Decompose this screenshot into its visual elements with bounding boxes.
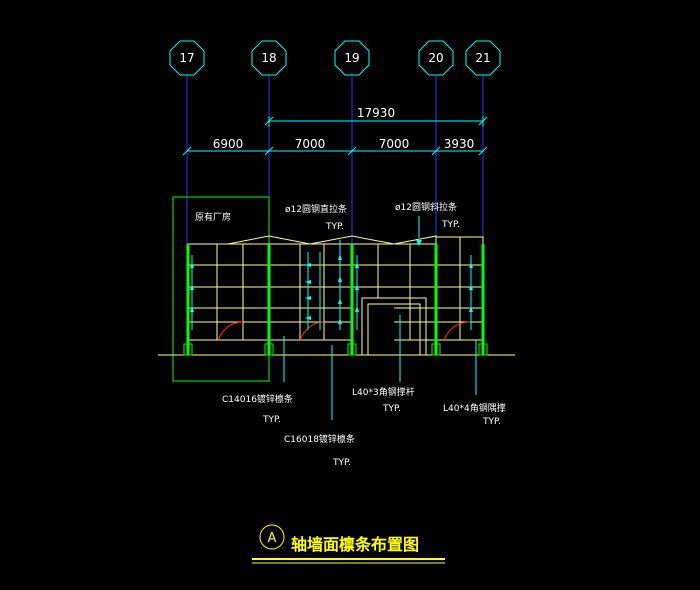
label-purlin-c160: C16018镀锌檩条 <box>284 433 355 445</box>
label-typ-5: TYP. <box>382 404 401 414</box>
drawing-title: A 轴墙面檩条布置图 <box>252 524 445 564</box>
label-typ-1: TYP. <box>325 222 344 232</box>
axis-label-18: 18 <box>261 51 276 65</box>
label-brace-l404: L40*4角钢隅撑 <box>443 402 506 414</box>
label-typ-6: TYP. <box>482 417 501 427</box>
label-typ-3: TYP. <box>262 415 281 425</box>
dimension-19-20: 7000 <box>379 137 410 151</box>
title-bubble-letter: A <box>268 531 277 546</box>
axis-label-20: 20 <box>428 51 443 65</box>
axis-bubble-20 <box>418 40 454 76</box>
axis-bubble-21 <box>465 40 501 76</box>
dimension-total: 17930 <box>357 106 395 120</box>
label-brace-l403: L40*3角钢撑杆 <box>352 386 415 398</box>
axis-label-19: 19 <box>344 51 359 65</box>
dimension-18-19: 7000 <box>295 137 326 151</box>
axis-grid-lines <box>186 76 484 355</box>
leader-lines <box>283 216 477 420</box>
label-tie-rod-straight: ø12圆钢直拉条 <box>285 203 347 215</box>
axis-label-21: 21 <box>475 51 490 65</box>
tie-rod-markers <box>190 240 473 324</box>
axis-bubble-17 <box>169 40 205 76</box>
annotations: 原有厂房 ø12圆钢直拉条 TYP. ø12圆钢斜拉条 TYP. C14016镀… <box>195 201 506 468</box>
label-typ-4: TYP. <box>332 458 351 468</box>
dimension-17-18: 6900 <box>213 137 244 151</box>
dimension-20-21: 3930 <box>444 137 475 151</box>
axis-label-17: 17 <box>179 51 194 65</box>
angle-braces <box>217 321 471 341</box>
axis-bubble-18 <box>251 40 287 76</box>
title-bubble <box>259 524 285 550</box>
axis-bubble-19 <box>334 40 370 76</box>
purlins <box>187 235 484 356</box>
title-text: 轴墙面檩条布置图 <box>291 535 419 554</box>
label-purlin-c140: C14016镀锌檩条 <box>222 393 293 405</box>
label-typ-2: TYP. <box>441 220 460 230</box>
tie-rods <box>191 240 472 330</box>
dimension-lines <box>182 116 488 156</box>
axis-bubbles <box>169 40 501 76</box>
dimension-texts: 17930 6900 7000 7000 3930 <box>213 106 475 151</box>
column-bases <box>183 343 488 356</box>
label-existing-plant: 原有厂房 <box>195 211 231 223</box>
columns <box>186 244 485 355</box>
label-tie-rod-diagonal: ø12圆钢斜拉条 <box>395 201 457 213</box>
axis-labels: 17 18 19 20 21 <box>179 51 490 65</box>
